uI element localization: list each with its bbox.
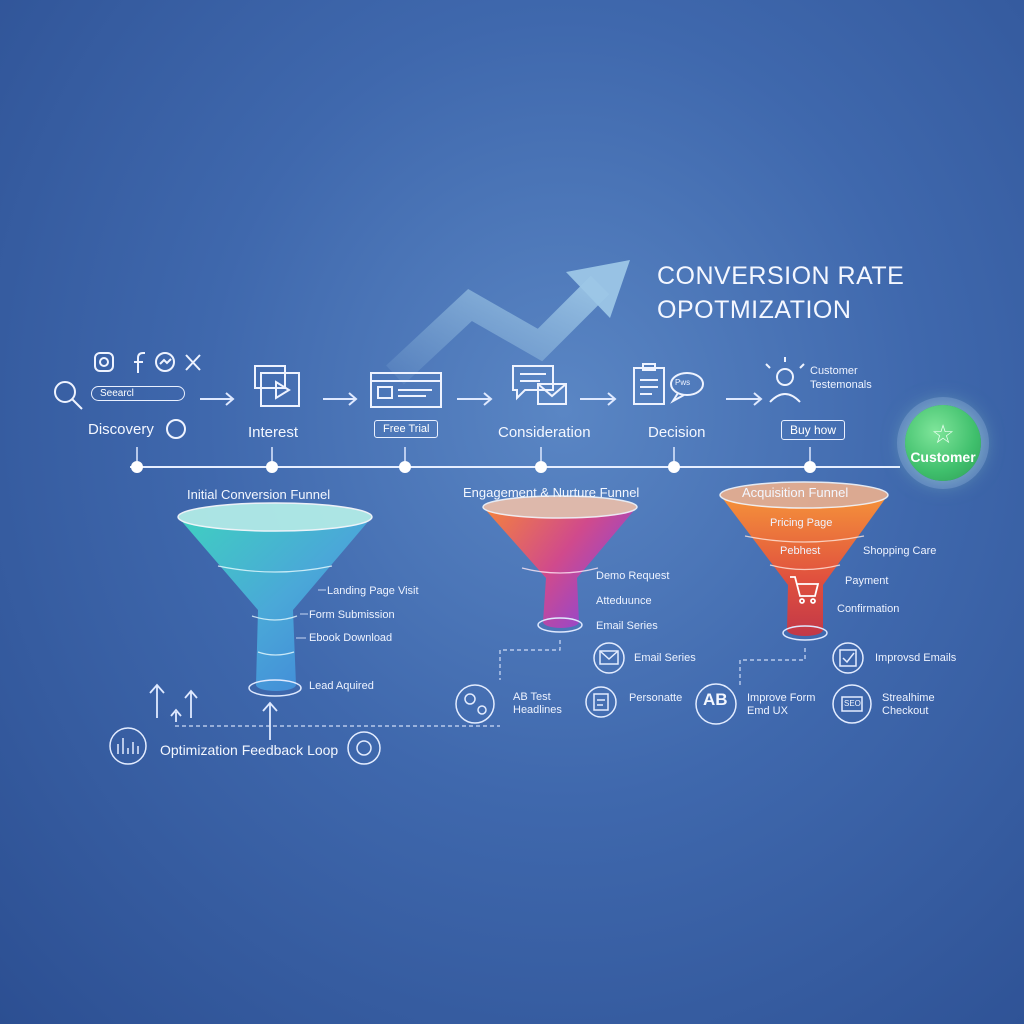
funnel1-step-1: Landing Page Visit (327, 585, 419, 597)
timeline-ticks (136, 447, 811, 461)
feedback-dashed-lines (175, 640, 806, 727)
chat-small-icon (166, 419, 186, 439)
instagram-icon (94, 352, 114, 372)
ab-glyph: AB (703, 690, 728, 709)
funnel2-step-2: Atteduunce (596, 595, 652, 607)
messenger-icon (155, 352, 175, 372)
customer-testimonials-label: Customer Testemonals (810, 365, 872, 391)
stage-decision: Decision (648, 424, 706, 441)
customer-label: Customer (910, 449, 976, 465)
clipboard-icon (633, 363, 665, 405)
cart-icon (790, 576, 820, 604)
streamline-checkout-icon (832, 684, 872, 724)
funnel3-inside-1: Pricing Page (770, 517, 833, 529)
customer-badge[interactable]: ☆ Customer (905, 405, 981, 481)
star-icon: ☆ (931, 419, 955, 449)
buy-now-button[interactable]: Buy how (781, 420, 846, 440)
flow-arrows (200, 392, 763, 406)
improved-emails-icon (832, 642, 864, 674)
speech-bubble-icon (670, 372, 704, 404)
funnel3-step-1: Shopping Care (863, 545, 937, 557)
trend-arrow-icon (386, 260, 630, 385)
personalize-icon (585, 686, 617, 718)
magnifier-icon (54, 381, 83, 410)
engagement-funnel-shape (482, 495, 638, 633)
free-trial-button[interactable]: Free Trial (374, 420, 439, 438)
action-improved-emails: Improvsd Emails (875, 652, 957, 664)
title-line-1: CONVERSION RATE (657, 262, 905, 290)
funnel2-step-1: Demo Request (596, 570, 670, 582)
customer-person-icon (765, 357, 805, 403)
action-improve-form: Improve Form Emd UX (747, 692, 816, 717)
stage-interest: Interest (248, 424, 299, 441)
feedback-up-arrows (149, 683, 278, 740)
funnel1-step-3: Ebook Download (309, 632, 393, 644)
funnel1-title: Initial Conversion Funnel (187, 487, 331, 502)
funnel2-title: Engagement & Nurture Funnel (463, 485, 640, 500)
title-line-2: OPOTMIZATION (657, 296, 852, 324)
funnel3-step-2: Payment (845, 575, 889, 587)
action-ab-test: AB Test Headlines (513, 691, 562, 716)
improve-form-icon (695, 683, 737, 725)
facebook-icon (134, 352, 145, 373)
funnel1-step-2: Form Submission (309, 609, 395, 621)
gears-icon (455, 684, 495, 724)
pws-bubble-label: Pws (675, 378, 691, 387)
seo-glyph: SEO (844, 699, 861, 708)
analytics-chart-icon (109, 727, 147, 765)
email-series-icon (593, 642, 625, 674)
action-streamline: Strealhime Checkout (882, 692, 935, 717)
funnel2-step-3: Email Series (596, 620, 658, 632)
acquisition-funnel-shape (719, 481, 889, 641)
funnel1-leader-lines (296, 589, 326, 639)
action-personalize: Personatte (629, 692, 683, 704)
funnel3-inside-2: Pebhest (780, 545, 821, 557)
feedback-loop-label: Optimization Feedback Loop (160, 742, 339, 758)
funnel3-step-3: Confirmation (837, 603, 900, 615)
x-icon (185, 354, 201, 371)
refresh-loop-icon (347, 731, 381, 765)
funnel1-step-4: Lead Aquired (309, 680, 374, 692)
initial-funnel-shape (177, 502, 373, 697)
action-email-series: Email Series (634, 652, 696, 664)
funnel3-title: Acquisition Funnel (742, 485, 849, 500)
video-window-icon (254, 365, 300, 407)
search-input[interactable]: Seearcl (91, 386, 185, 401)
stage-consideration: Consideration (498, 424, 591, 441)
browser-form-icon (370, 372, 442, 408)
stage-discovery: Discovery (88, 421, 154, 438)
timeline-dots (131, 461, 816, 473)
chat-email-icon (512, 365, 567, 405)
